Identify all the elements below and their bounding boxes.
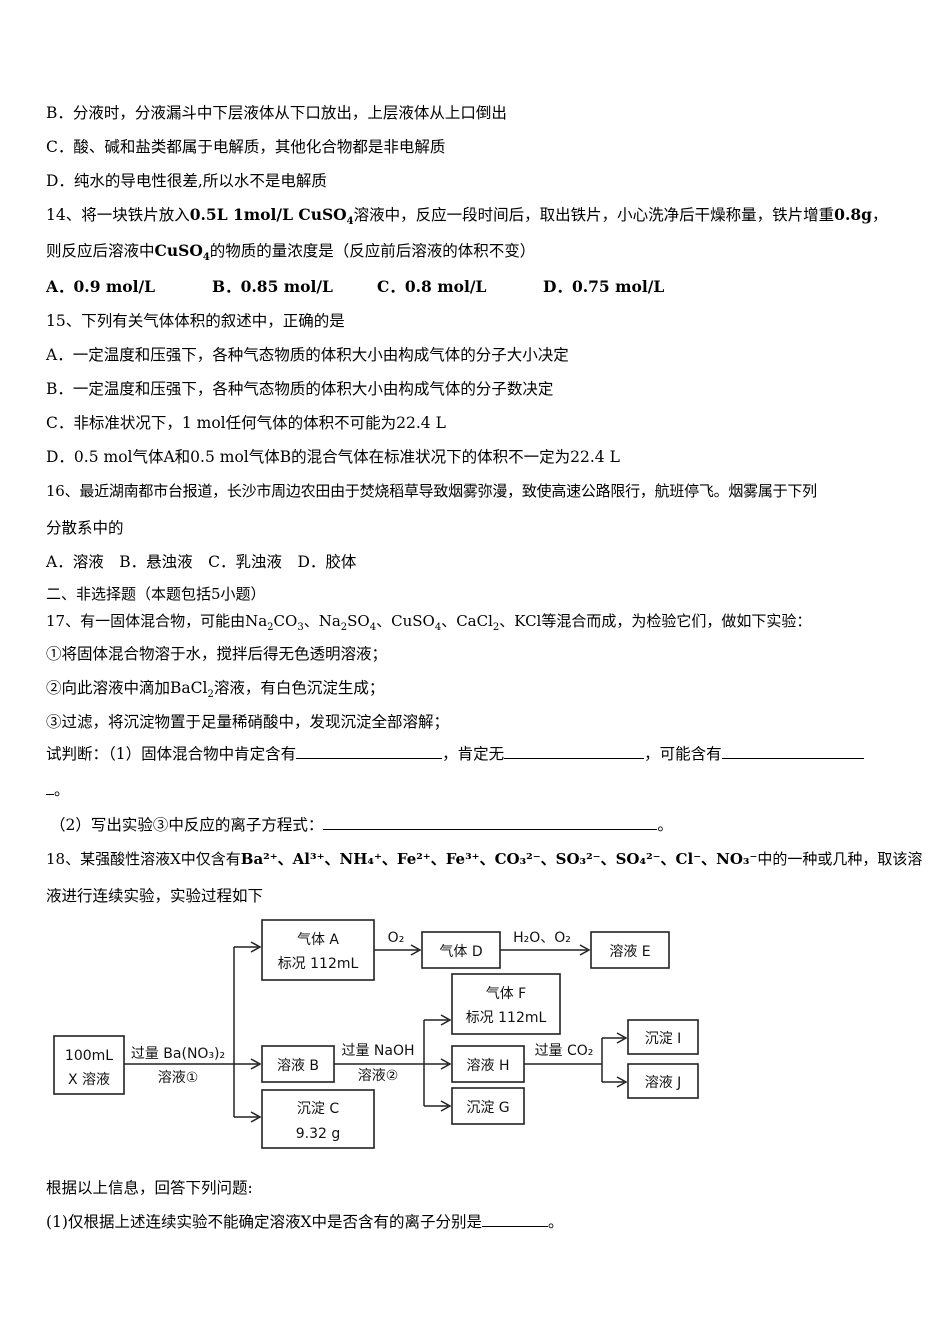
h2o-o2-label: H₂O、O₂ — [513, 930, 571, 946]
gas-a-label: 气体 A — [297, 932, 339, 948]
q14-option-d: D．0.75 mol/L — [543, 277, 665, 296]
q14-option-c: C．0.8 mol/L — [377, 277, 487, 296]
arrowhead — [440, 1058, 452, 1070]
arrowhead — [616, 1076, 628, 1088]
box-solution-h — [451, 1045, 525, 1083]
arrowhead — [250, 1111, 262, 1123]
solution-e-label: 溶液 E — [609, 944, 650, 960]
gas-d-label: 气体 D — [439, 944, 482, 960]
precipitate-g-label: 沉淀 G — [466, 1100, 509, 1116]
q15-option-d: D．0.5 mol气体A和0.5 mol气体B的混合气体在标准状况下的体积不一定… — [46, 448, 620, 466]
q17-step-3: ③过滤，将沉淀物置于足量稀硝酸中，发现沉淀全部溶解； — [46, 713, 450, 731]
q17-stem: 17、有一固体混合物，可能由Na2CO3、Na2SO4、CuSO4、CaCl2、… — [46, 612, 812, 633]
section-heading: 二、非选择题（本题包括5小题） — [46, 585, 266, 603]
q14-option-a: A．0.9 mol/L — [46, 277, 156, 296]
q17-judge: 试判断：（1）固体混合物中肯定含有，肯定无，可能含有 — [46, 744, 864, 764]
q13-option-d: D．纯水的导电性很差,所以水不是电解质 — [46, 172, 327, 190]
precipitate-c-label: 9.32 g — [296, 1126, 341, 1142]
arrowhead — [440, 1014, 452, 1026]
box-gas-f — [451, 973, 561, 1035]
arrowhead — [579, 944, 591, 956]
precipitate-i-label: 沉淀 I — [645, 1031, 682, 1047]
answer-blank[interactable] — [504, 744, 645, 759]
q13-option-b: B．分液时，分液漏斗中下层液体从下口放出，上层液体从上口倒出 — [46, 104, 507, 122]
q14-stem-line2: 则反应后溶液中CuSO4的物质的量浓度是（反应前后溶液的体积不变） — [46, 241, 536, 264]
q15-option-c: C．非标准状况下，1 mol任何气体的体积不可能为22.4 L — [46, 414, 446, 432]
solution-b-label: 溶液 B — [277, 1058, 319, 1074]
reagent-1-label: 过量 Ba(NO₃)₂ — [131, 1046, 225, 1062]
box-gas-d — [421, 931, 501, 969]
o2-label: O₂ — [388, 930, 405, 946]
q17-step-1: ①将固体混合物溶于水，搅拌后得无色透明溶液； — [46, 645, 388, 663]
gas-f-label: 标况 112mL — [466, 1010, 547, 1026]
q17-judge-continued: 。 — [46, 780, 70, 800]
reagent-1-label: 溶液① — [158, 1070, 199, 1086]
reagent-2-label: 溶液② — [358, 1068, 399, 1084]
x-solution-label: 100mL — [65, 1048, 113, 1064]
q15-option-b: B．一定温度和压强下，各种气态物质的体积大小由构成气体的分子数决定 — [46, 380, 554, 398]
q15-stem: 15、下列有关气体体积的叙述中，正确的是 — [46, 312, 345, 330]
q13-option-c: C．酸、碱和盐类都属于电解质，其他化合物都是非电解质 — [46, 138, 446, 156]
box-solution-b — [261, 1045, 335, 1083]
q17-step-2: ②向此溶液中滴加BaCl2溶液，有白色沉淀生成； — [46, 679, 385, 701]
arrowhead — [250, 941, 262, 953]
q14-option-b: B．0.85 mol/L — [212, 277, 333, 296]
arrowhead — [410, 944, 422, 956]
q18-stem-line1: 18、某强酸性溶液X中仅含有Ba²⁺、Al³⁺、NH₄⁺、Fe²⁺、Fe³⁺、C… — [46, 850, 923, 868]
box-precipitate-i — [627, 1019, 699, 1055]
answer-blank[interactable] — [323, 815, 658, 830]
q18-subquestion-1: (1)仅根据上述连续实验不能确定溶液X中是否含有的离子分别是。 — [46, 1212, 564, 1231]
box-precipitate-c — [261, 1089, 375, 1149]
arrowhead — [616, 1032, 628, 1044]
co2-label: 过量 CO₂ — [535, 1043, 594, 1059]
box-precipitate-g — [451, 1087, 525, 1125]
box-solution-e — [590, 931, 670, 969]
arrowhead — [250, 1058, 262, 1070]
gas-a-label: 标况 112mL — [278, 956, 359, 972]
q17-part2: （2）写出实验③中反应的离子方程式：。 — [50, 815, 673, 834]
q18-stem-line2: 液进行连续实验，实验过程如下 — [46, 887, 264, 905]
answer-blank[interactable] — [296, 744, 443, 759]
q14-options: A．0.9 mol/L B．0.85 mol/L C．0.8 mol/L D．0.75… — [46, 277, 664, 297]
q16-options: A．溶液 B．悬浊液 C．乳浊液 D．胶体 — [46, 553, 357, 571]
box-x-solution — [53, 1035, 125, 1095]
gas-f-label: 气体 F — [486, 986, 527, 1002]
answer-blank[interactable] — [482, 1212, 548, 1227]
answer-blank[interactable] — [46, 780, 54, 795]
box-gas-a — [261, 919, 375, 981]
reagent-2-label: 过量 NaOH — [341, 1043, 414, 1059]
q16-stem-line2: 分散系中的 — [46, 519, 124, 537]
q14-stem-line1: 14、将一块铁片放入0.5L 1mol/L CuSO4溶液中，反应一段时间后，取… — [46, 205, 888, 228]
q16-stem-line1: 16、最近湖南都市台报道，长沙市周边农田由于焚烧稻草导致烟雾弥漫，致使高速公路限… — [46, 482, 817, 500]
precipitate-c-label: 沉淀 C — [297, 1101, 339, 1117]
arrowhead — [440, 1100, 452, 1112]
experiment-flow-diagram: 100mL X 溶液 过量 Ba(NO₃)₂ 溶液① 气体 A 标况 112mL… — [53, 919, 699, 1149]
box-solution-j — [627, 1063, 699, 1099]
solution-j-label: 溶液 J — [645, 1075, 682, 1091]
solution-h-label: 溶液 H — [467, 1058, 510, 1074]
x-solution-label: X 溶液 — [68, 1072, 110, 1088]
answer-blank[interactable] — [721, 744, 864, 759]
q18-answer-intro: 根据以上信息，回答下列问题: — [46, 1179, 253, 1197]
q15-option-a: A．一定温度和压强下，各种气态物质的体积大小由构成气体的分子大小决定 — [46, 346, 569, 364]
